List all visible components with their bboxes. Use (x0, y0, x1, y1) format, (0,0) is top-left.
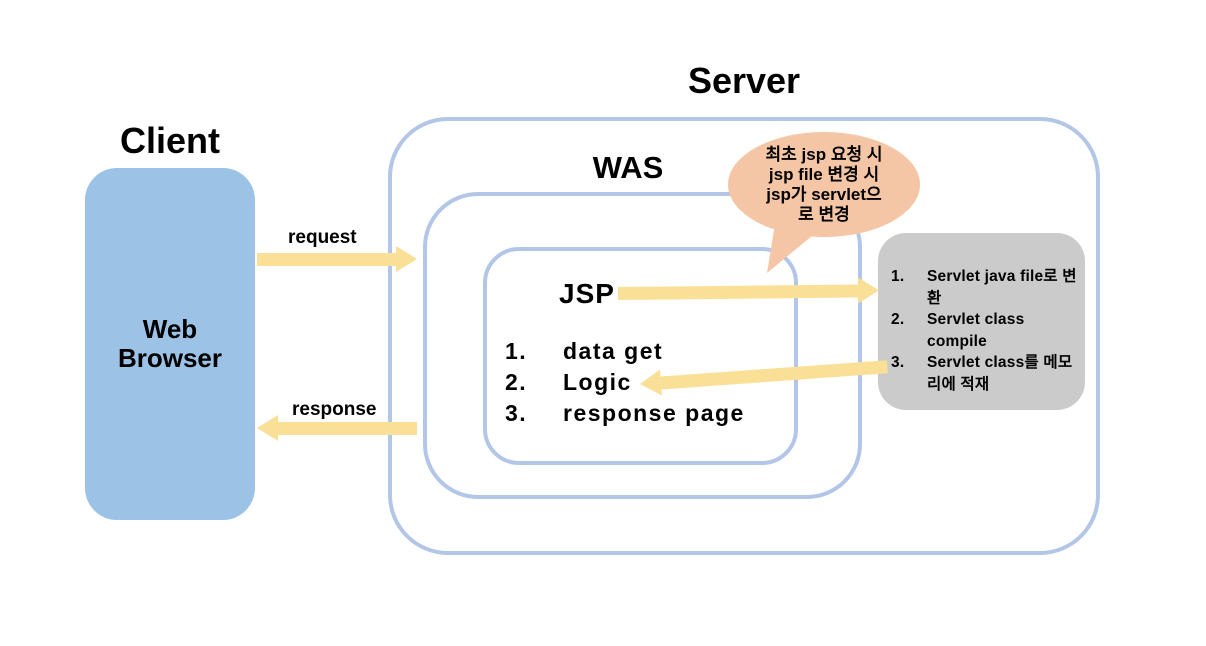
jsp-step-2: 2. Logic (505, 367, 745, 398)
servlet-step-text: Servlet class를 메모리에 적재 (927, 354, 1073, 393)
jsp-step-number: 1. (505, 338, 528, 364)
request-label: request (288, 227, 357, 248)
servlet-step-text: Servlet java file로 변환 (927, 268, 1077, 307)
servlet-step-number: 3. (891, 354, 905, 371)
arrow-shaft (278, 421, 417, 435)
callout-line: 최초 jsp 요청 시 (765, 145, 883, 164)
callout-line: jsp file 변경 시 (768, 165, 880, 184)
response-label: response (292, 399, 377, 420)
jsp-step-text: data get (563, 338, 664, 364)
jsp-to-servlet-arrow-icon (617, 277, 880, 306)
jsp-step-text: response page (563, 400, 745, 426)
request-arrow-icon (257, 246, 417, 272)
arrow-head (257, 415, 278, 441)
servlet-process-box: 1. Servlet java file로 변환 2. Servlet clas… (878, 233, 1085, 410)
callout-tail (767, 224, 818, 273)
arrow-shaft (257, 252, 396, 266)
jsp-label: JSP (559, 278, 615, 309)
client-web-browser-box: Web Browser (85, 168, 255, 520)
callout-text: 최초 jsp 요청 시 jsp file 변경 시 jsp가 servlet으 … (724, 145, 924, 225)
was-box (423, 192, 862, 499)
jsp-step-number: 3. (505, 400, 528, 426)
jsp-box (483, 247, 798, 465)
arrow-head (396, 246, 417, 272)
servlet-step-3: 3. Servlet class를 메모리에 적재 (891, 352, 1077, 395)
jsp-step-1: 1. data get (505, 336, 745, 367)
server-title: Server (687, 60, 801, 101)
callout-line: 로 변경 (798, 205, 850, 224)
jsp-step-text: Logic (563, 369, 632, 395)
was-label: WAS (592, 150, 664, 185)
server-box (388, 117, 1100, 555)
arrow-head (857, 277, 880, 304)
client-title: Client (119, 120, 220, 161)
web-browser-label: Web Browser (117, 314, 223, 373)
callout-bubble (728, 132, 920, 237)
servlet-step-number: 2. (891, 311, 905, 328)
arrow-shaft (617, 283, 859, 300)
jsp-step-list: 1. data get 2. Logic 3. response page (505, 336, 745, 429)
arrow-head (639, 369, 662, 397)
jsp-step-3: 3. response page (505, 398, 745, 429)
servlet-step-text: Servlet class compile (927, 311, 1025, 350)
servlet-step-1: 1. Servlet java file로 변환 (891, 266, 1077, 309)
servlet-step-2: 2. Servlet class compile (891, 309, 1077, 352)
jsp-step-number: 2. (505, 369, 528, 395)
callout-line: jsp가 servlet으 (766, 185, 882, 204)
servlet-process-list: 1. Servlet java file로 변환 2. Servlet clas… (891, 266, 1077, 395)
servlet-step-number: 1. (891, 268, 905, 285)
response-arrow-icon (257, 415, 417, 441)
